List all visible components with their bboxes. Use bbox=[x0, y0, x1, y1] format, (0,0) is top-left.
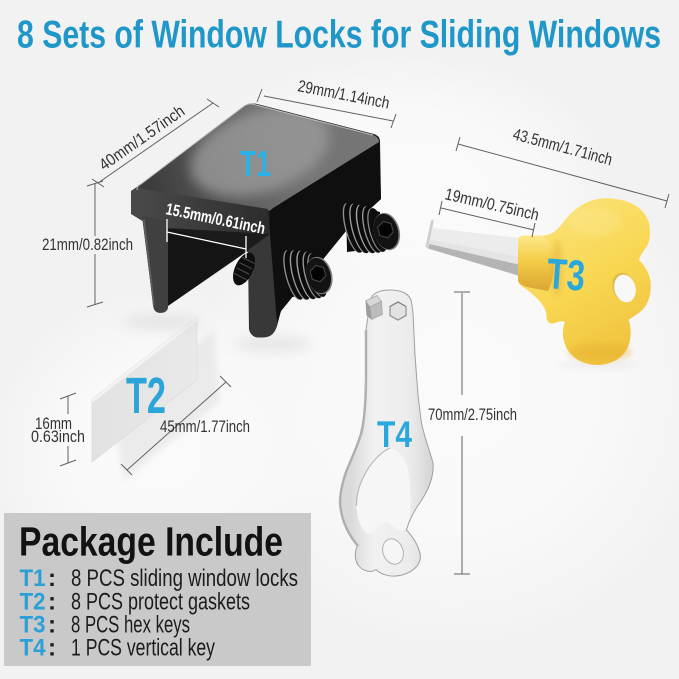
svg-text:8 PCS sliding window locks: 8 PCS sliding window locks bbox=[71, 565, 298, 592]
svg-text:T4: T4 bbox=[377, 414, 412, 455]
svg-text::: : bbox=[48, 612, 56, 639]
svg-text:45mm/1.77inch: 45mm/1.77inch bbox=[160, 418, 250, 436]
svg-text:16mm: 16mm bbox=[35, 415, 72, 433]
svg-text:1 PCS vertical key: 1 PCS vertical key bbox=[71, 635, 216, 662]
svg-text:0.63inch: 0.63inch bbox=[31, 428, 85, 446]
svg-text:T2: T2 bbox=[126, 367, 166, 424]
svg-text:T3: T3 bbox=[20, 612, 46, 639]
svg-text:Package Include: Package Include bbox=[19, 519, 283, 565]
svg-text::: : bbox=[48, 635, 56, 662]
svg-text:T1: T1 bbox=[240, 143, 271, 184]
svg-text:8 PCS hex keys: 8 PCS hex keys bbox=[71, 612, 190, 639]
svg-text:21mm/0.82inch: 21mm/0.82inch bbox=[42, 236, 133, 254]
svg-text:T3: T3 bbox=[545, 250, 586, 301]
svg-text:T4: T4 bbox=[20, 635, 46, 662]
svg-text:8 PCS protect gaskets: 8 PCS protect gaskets bbox=[71, 589, 250, 616]
svg-text:T2: T2 bbox=[20, 589, 46, 616]
svg-text::: : bbox=[48, 565, 56, 592]
svg-text:70mm/2.75inch: 70mm/2.75inch bbox=[428, 406, 517, 424]
svg-text::: : bbox=[48, 589, 56, 616]
svg-text:8 Sets of Window Locks for Sli: 8 Sets of Window Locks for Sliding Windo… bbox=[17, 14, 661, 57]
svg-text:T1: T1 bbox=[20, 565, 46, 592]
